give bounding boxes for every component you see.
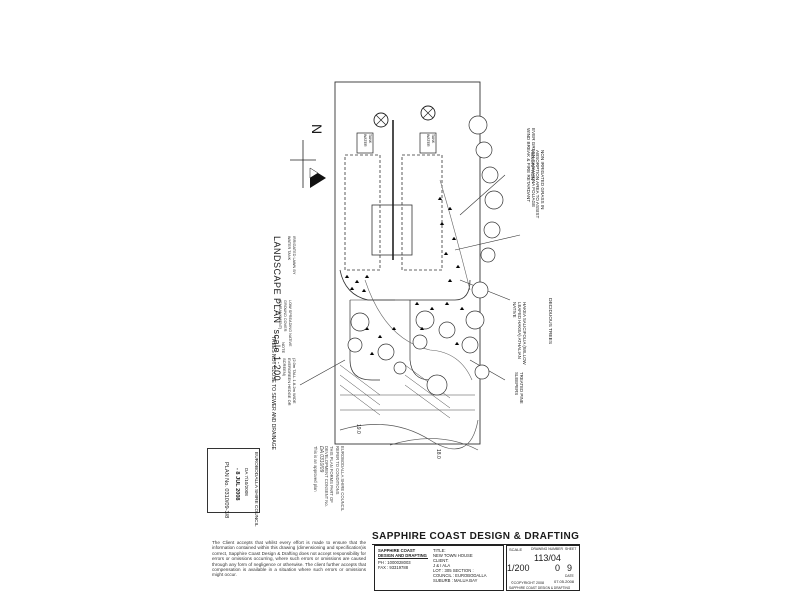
suburb-name: SUBURB : MALUA BAY (433, 578, 478, 583)
tree-symbols (347, 115, 504, 396)
firm-fax: FAX : 93319788 (378, 565, 409, 570)
consent-line-2: REFER TO CONDITIONS (334, 446, 340, 495)
label-hakea: HAKEA SALICIFOLIA (WILLOW LEAFED HAKEA) … (512, 302, 527, 365)
label-treated-pine: TREATED PINE SLEEPERS (514, 372, 524, 404)
council-name: COUNCIL : EUROBODALLA (433, 573, 487, 578)
lot-section: LOT : 305 SECTION : (433, 568, 474, 573)
label-trees-note: TREES NOT CLOSE TO SEWER AND DRAINAGE (270, 336, 276, 450)
consent-line-3: THIS PLAN FORMS PART OF (329, 446, 335, 503)
consent-line-6: This is an approved plan (312, 446, 318, 492)
lot-boundary (334, 81, 481, 445)
driveway-outline (339, 269, 471, 301)
drawing-number-label: DRAWING NUMBER (531, 547, 563, 551)
drawing-number: 113/04 (534, 553, 561, 563)
label-evergreen-windbreak: EVER GREEN CASUARINA FOLIAGE WIND BREAK … (526, 128, 536, 208)
contour-line-19 (339, 419, 479, 450)
townhouse-2-footprint (401, 154, 443, 271)
date-value: 07.05.2008 (554, 579, 575, 584)
label-irrigated-lawn: IRRIGATED LAWN BY WATER TANK (287, 236, 296, 275)
firm-name-heading: SAPPHIRE COAST DESIGN & DRAFTING (372, 530, 580, 545)
contour-label-19: 19.0 (355, 424, 361, 434)
tank-circle-1 (373, 112, 389, 128)
contour-label-18: 18.0 (435, 449, 441, 459)
sheet-number: 0 (555, 563, 561, 573)
north-arrow (290, 140, 326, 188)
north-label: N (309, 124, 325, 135)
date-label: DATE (565, 574, 574, 578)
stamp-status: DA 7/10/2008 (244, 468, 249, 496)
project-info-box: SAPPHIRE COAST DESIGN AND DRAFTING PH : … (374, 545, 504, 591)
scale-value: 1/200 (507, 563, 530, 573)
label-deciduous-trees: DECIDUOUS TREES (547, 298, 552, 345)
label-tank-2: TANK WATER (426, 134, 435, 147)
scale-label: SCALE (509, 547, 523, 552)
client-value: J & I ALA (433, 563, 451, 568)
firm-block-name: SAPPHIRE COAST DESIGN AND DRAFTING (378, 548, 428, 559)
consent-line-4: DEVELOPMENT CONSENT No. (323, 446, 329, 507)
stamp-plan-number: PLAN No. 0310/09-3/8 (223, 462, 229, 519)
label-note: NOTE (281, 342, 286, 354)
paving-hatch (339, 364, 475, 419)
stamp-council-name: EUROBODALLA SHIRE COUNCIL (253, 452, 258, 527)
garage-footprint (371, 204, 413, 256)
sheet-label: SHEET (565, 547, 577, 551)
title-value: NEW TOWN HOUSE (433, 553, 473, 558)
firm-phone: PH : 1000028003 (378, 560, 411, 565)
label-hedge-screen: (2.0m TALL 1.8-2m WIDE EVERGREEN HEDGE O… (282, 358, 297, 406)
disclaimer-text: The Client accepts that whilst every eff… (212, 540, 366, 578)
council-consent-stamp: EUROBODALLA SHIRE COUNCIL REFER TO CONDI… (313, 446, 345, 526)
contour-line-18 (389, 438, 479, 451)
stamp-date: - 8 JUL 2008 (234, 468, 240, 501)
council-approval-stamp (207, 448, 260, 513)
townhouse-1-footprint (344, 154, 381, 271)
lawn-grass-marks (344, 196, 465, 356)
copyright-firm: SAPPHIRE COAST DESIGN & DRAFTING (509, 586, 571, 590)
title-label: TITLE: (433, 548, 446, 553)
label-tank-1: TANK WATER (363, 134, 372, 147)
client-label: CLIENT: (433, 558, 449, 563)
drawing-reference-box: SCALE 1/200 DRAWING NUMBER 113/04 SHEET … (506, 545, 580, 591)
copyright-year: ©COPYRIGHT 2008 (511, 581, 544, 585)
sheet-total: 9 (567, 563, 573, 573)
consent-line-1: EUROBODALLA SHIRE COUNCIL (340, 446, 345, 512)
tank-circle-2 (420, 105, 436, 121)
